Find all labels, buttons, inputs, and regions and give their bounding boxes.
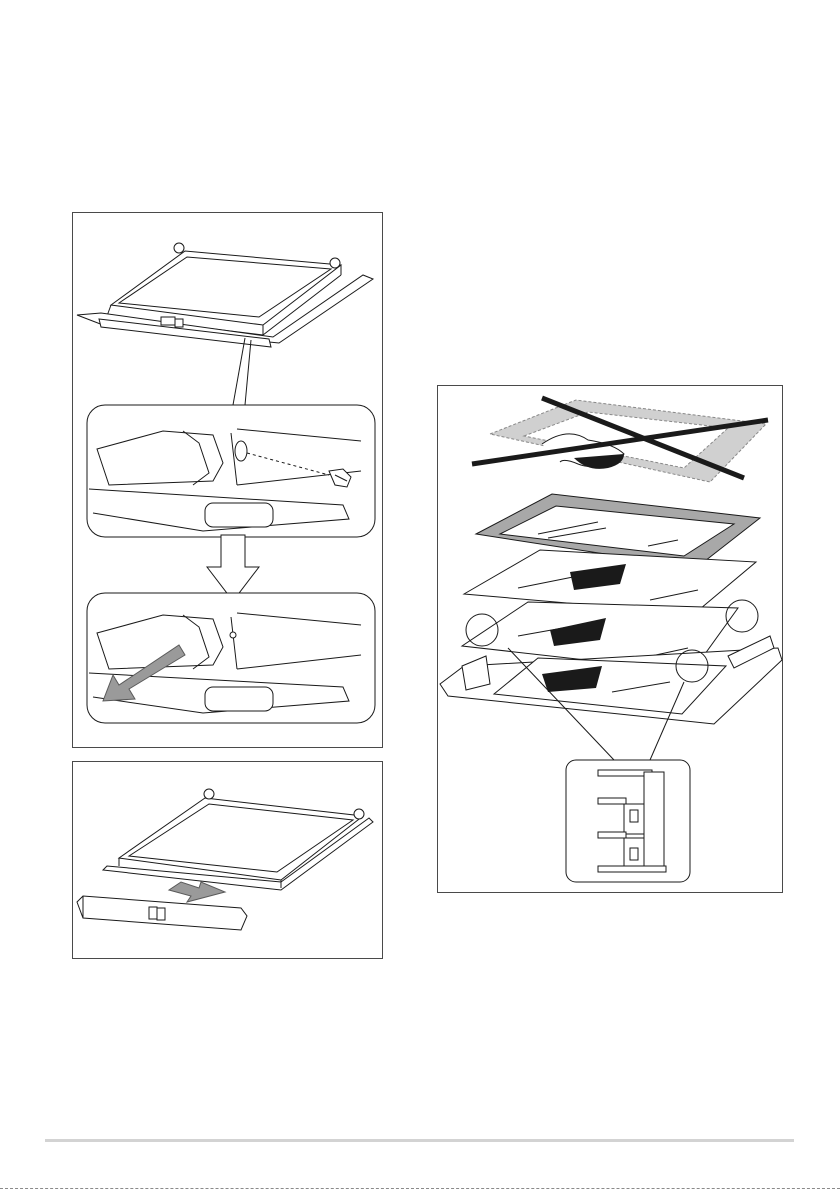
page-cut-line bbox=[0, 1188, 840, 1189]
figure-door-trim-removal bbox=[72, 212, 383, 748]
glass-panel-removal-illustration bbox=[438, 386, 784, 894]
slide-arrow-icon bbox=[169, 882, 225, 902]
oven-door-icon bbox=[103, 789, 373, 890]
figure-door-trim-detached bbox=[72, 761, 383, 959]
oven-door-icon bbox=[77, 243, 373, 405]
pull-out-detail-icon bbox=[87, 593, 375, 723]
footer-rule bbox=[45, 1139, 794, 1142]
crossed-out-panel-icon bbox=[472, 398, 768, 482]
door-trim-detached-illustration bbox=[73, 762, 384, 960]
screw-detail-icon bbox=[87, 405, 375, 537]
door-trim-icon bbox=[77, 896, 247, 930]
door-trim-removal-illustration bbox=[73, 213, 384, 749]
arrow-down-icon bbox=[207, 535, 259, 601]
figure-glass-panel-removal bbox=[437, 385, 783, 893]
clip-detail-icon bbox=[566, 760, 690, 882]
